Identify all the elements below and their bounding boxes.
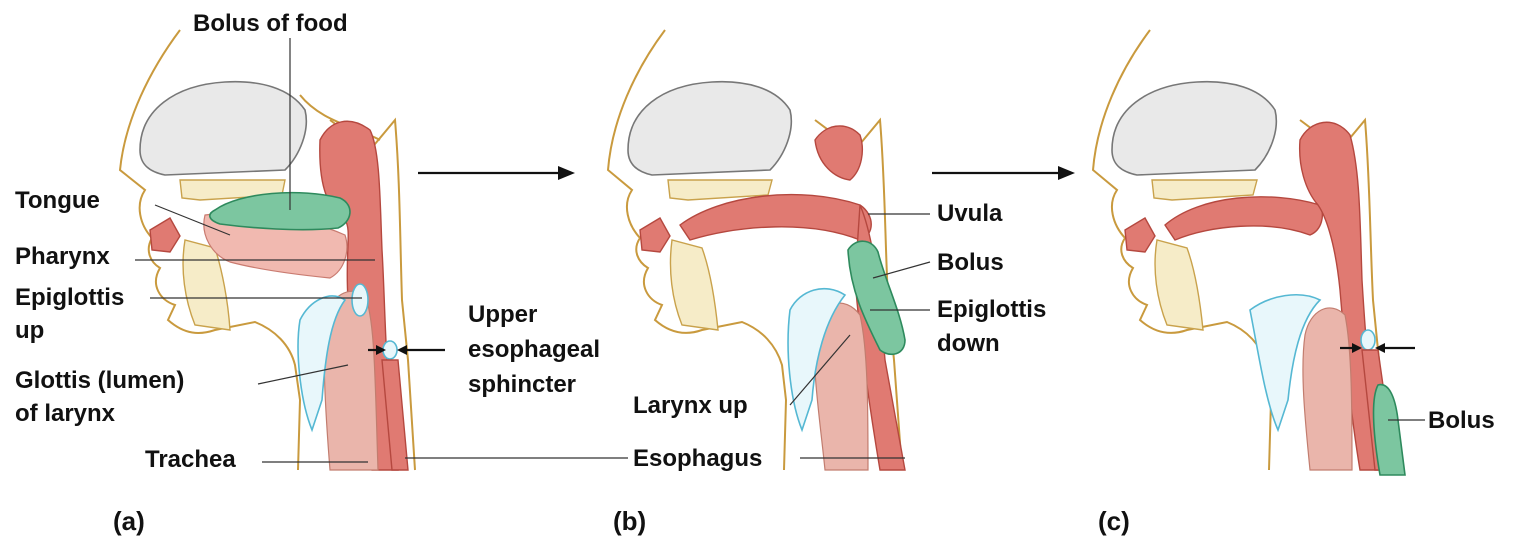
label-trachea: Trachea: [145, 446, 236, 473]
label-bolus-of-food: Bolus of food: [193, 10, 348, 37]
label-epiglottis-down-line1: Epiglottis: [937, 296, 1046, 323]
label-upper-sphincter-line1: Upper: [468, 301, 537, 328]
panel-c-larynx: [1303, 308, 1352, 470]
label-uvula: Uvula: [937, 200, 1003, 227]
label-bolus-b: Bolus: [937, 249, 1004, 276]
panel-a-epiglottis: [352, 284, 368, 316]
arrow-right-icon: [932, 166, 1075, 180]
panel-b-mandible: [670, 240, 718, 330]
label-glottis-line1: Glottis (lumen): [15, 367, 184, 394]
panel-b-nasopharynx: [815, 126, 862, 180]
arrow-right-icon: [418, 166, 575, 180]
label-epiglottis-up-line1: Epiglottis: [15, 284, 124, 311]
label-upper-sphincter-line3: sphincter: [468, 371, 576, 398]
label-glottis-line2: of larynx: [15, 400, 116, 427]
panel-c-bolus: [1374, 385, 1405, 475]
panel-c: [1093, 30, 1405, 475]
panel-caption-b: (b): [613, 506, 646, 536]
panel-caption-c: (c): [1098, 506, 1130, 536]
label-larynx-up: Larynx up: [633, 392, 748, 419]
label-pharynx: Pharynx: [15, 243, 110, 270]
panel-c-mandible: [1155, 240, 1203, 330]
label-epiglottis-down-line2: down: [937, 330, 1000, 357]
panel-c-sphincter-ring: [1361, 330, 1375, 350]
panel-a: [120, 30, 415, 470]
panel-b-tongue-root: [640, 218, 670, 252]
label-epiglottis-up-line2: up: [15, 317, 44, 344]
panel-b-nasal-cavity: [628, 82, 791, 175]
panel-a-nasal-cavity: [140, 82, 306, 175]
label-esophagus: Esophagus: [633, 445, 762, 472]
label-upper-sphincter-line2: esophageal: [468, 336, 600, 363]
panel-c-palate: [1165, 197, 1322, 240]
label-tongue: Tongue: [15, 187, 100, 214]
panel-c-tongue-root: [1125, 218, 1155, 252]
label-bolus-c: Bolus: [1428, 407, 1495, 434]
panel-a-tongue-root: [150, 218, 180, 252]
panel-b-soft-palate: [680, 195, 871, 240]
panel-caption-a: (a): [113, 506, 145, 536]
panel-c-nasal-cavity: [1112, 82, 1276, 175]
